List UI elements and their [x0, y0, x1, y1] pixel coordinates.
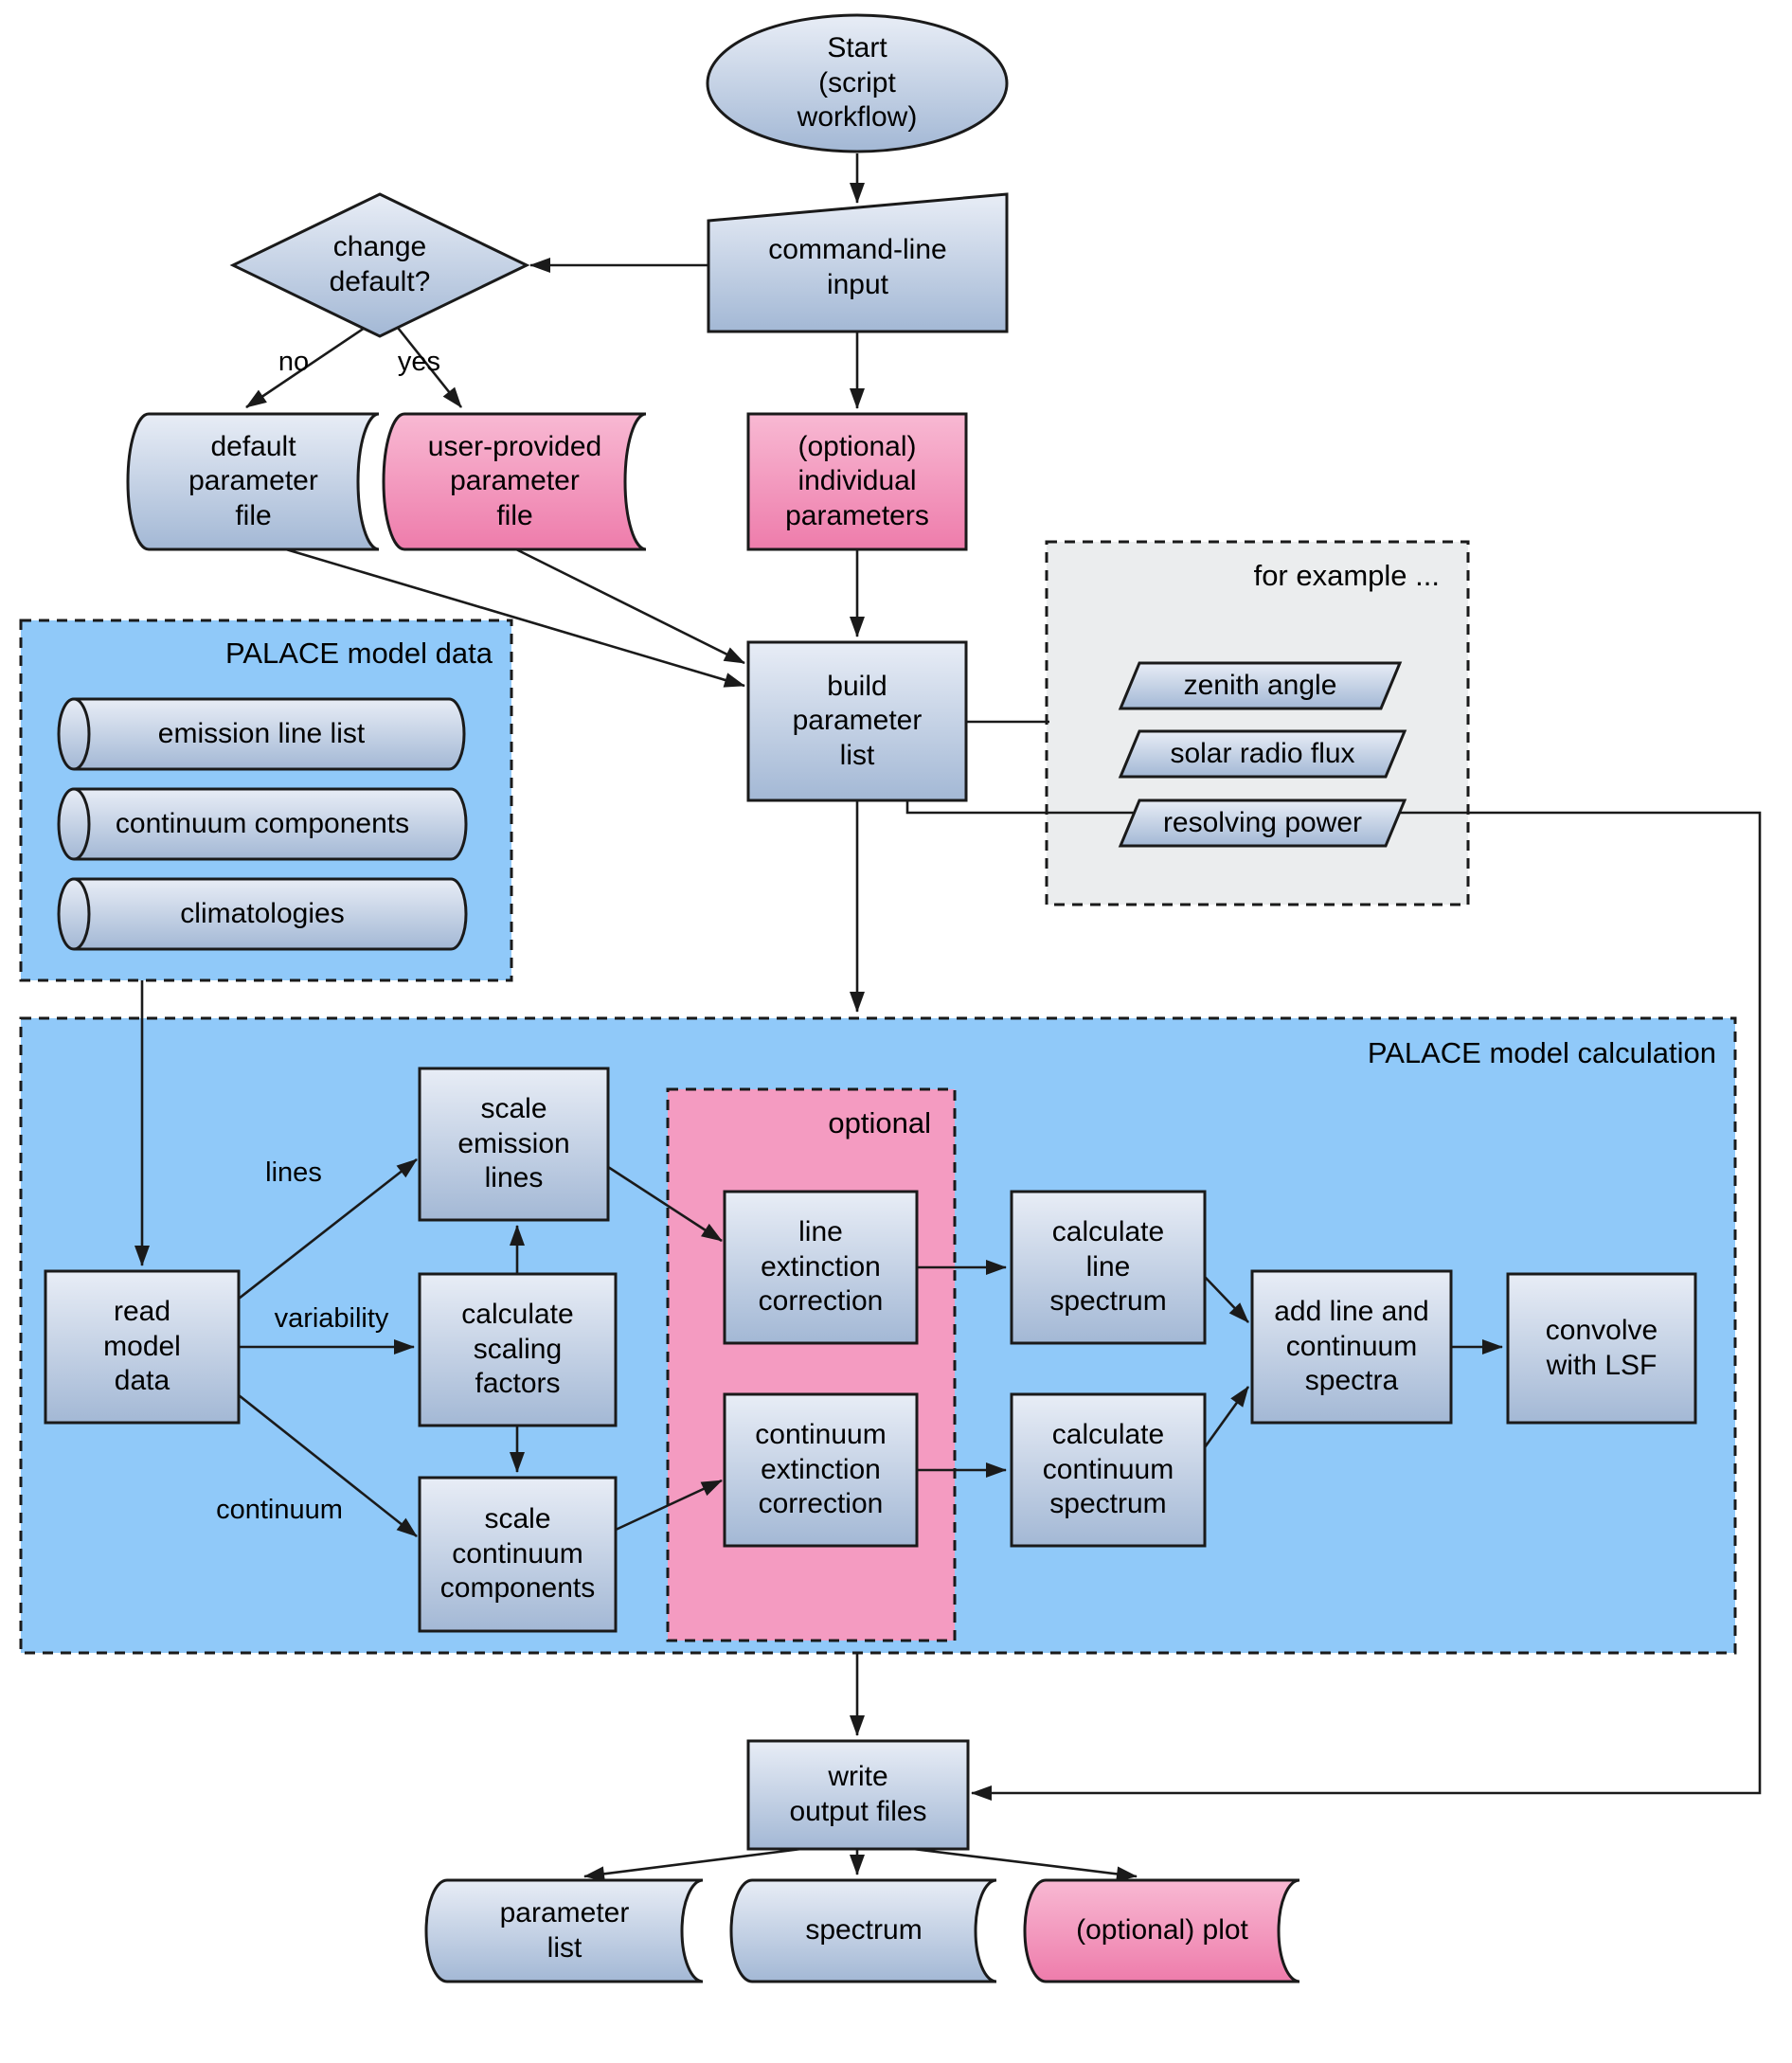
edge-write-to-parameter-list — [583, 1847, 802, 1882]
optional-individual-parameters-shape — [746, 412, 968, 551]
continuum-components-cap — [73, 787, 91, 861]
add-line-continuum-spectra-label: add line and continuum spectra — [1274, 1296, 1429, 1397]
convolve-with-lsf-shape — [1506, 1272, 1697, 1425]
command-line-input-label: command-line input — [768, 234, 947, 300]
start-label: Start (script workflow) — [797, 32, 918, 134]
add-line-continuum-spectra-shape — [1250, 1269, 1453, 1425]
calculate-continuum-spectrum-shape — [1010, 1392, 1207, 1548]
climatologies-shape — [57, 877, 468, 951]
parameter-list-output-label: parameter list — [499, 1896, 630, 1964]
command-line-input-shape — [707, 192, 1009, 333]
edge-yes-to-user-file — [396, 327, 463, 408]
build-parameter-list-label: build parameter list — [792, 670, 923, 771]
optional-individual-parameters-label: (optional) individual parameters — [785, 430, 929, 531]
calculate-line-spectrum-shape — [1010, 1190, 1207, 1345]
continuum-components-label: continuum components — [115, 807, 410, 839]
resolving-power-shape — [1118, 798, 1407, 848]
user-parameter-file-label: user-provided parameter file — [427, 430, 602, 531]
palace-model-data-title: PALACE model data — [224, 637, 493, 670]
start-shape — [706, 13, 1009, 153]
continuum-components-shape — [57, 787, 468, 861]
edge-user-file-to-build — [515, 547, 745, 665]
emission-line-list-label: emission line list — [157, 717, 366, 749]
optional-container — [666, 1087, 957, 1642]
edge-default-file-to-build — [285, 547, 745, 688]
line-extinction-correction-shape — [723, 1190, 919, 1345]
solar-radio-flux-shape — [1118, 729, 1407, 779]
default-parameter-file-shape — [126, 412, 380, 551]
spectrum-output-shape — [729, 1878, 997, 1983]
edge-write-to-plot — [912, 1847, 1138, 1882]
plot-output-label: (optional) plot — [1076, 1914, 1248, 1946]
plot-output-shape — [1023, 1878, 1300, 1983]
default-parameter-file-label: default parameter file — [188, 430, 318, 531]
zenith-angle-label: zenith angle — [1183, 669, 1337, 701]
scale-continuum-components-shape — [418, 1476, 618, 1633]
edge-read-to-scale-emission — [238, 1157, 418, 1301]
emission-line-list-shape — [57, 697, 466, 771]
edge-scale-continuum-to-cont-ext — [615, 1479, 723, 1532]
for-example-container — [1045, 540, 1470, 906]
user-parameter-file-shape — [382, 412, 647, 551]
emission-line-list-cap — [73, 697, 91, 771]
edges-group — [134, 153, 1762, 1882]
spectrum-output-label: spectrum — [805, 1914, 923, 1946]
solar-radio-flux-label: solar radio flux — [1170, 737, 1355, 769]
calculate-scaling-factors-label: calculate scaling factors — [461, 1299, 574, 1400]
continuum-extinction-correction-label: continuum extinction correction — [755, 1419, 887, 1520]
edge-line-spectrum-to-add — [1204, 1276, 1249, 1323]
edge-label-lines: lines — [265, 1157, 322, 1188]
scale-emission-lines-shape — [418, 1067, 610, 1222]
edge-build-to-write-output — [905, 800, 1762, 1801]
climatologies-cap — [73, 877, 91, 951]
convolve-with-lsf-label: convolve with LSF — [1545, 1314, 1658, 1381]
write-output-files-shape — [746, 1739, 970, 1851]
optional-title: optional — [828, 1106, 931, 1139]
edge-label-continuum: continuum — [216, 1495, 343, 1525]
continuum-extinction-correction-shape — [723, 1392, 919, 1548]
edge-label-no: no — [278, 347, 310, 377]
scale-emission-lines-label: scale emission lines — [457, 1093, 570, 1194]
edge-no-to-default-file — [245, 326, 366, 409]
calculate-continuum-spectrum-label: calculate continuum spectrum — [1042, 1419, 1174, 1520]
read-model-data-label: read model data — [103, 1296, 181, 1397]
line-extinction-correction-label: line extinction correction — [758, 1216, 884, 1318]
change-default-decision-shape — [229, 192, 530, 338]
parameter-list-output-shape — [424, 1878, 704, 1983]
scale-continuum-components-label: scale continuum components — [439, 1503, 596, 1605]
build-parameter-list-shape — [746, 640, 968, 802]
calculate-scaling-factors-shape — [418, 1272, 618, 1427]
edge-label-yes: yes — [397, 347, 441, 377]
palace-model-calculation-title: PALACE model calculation — [1367, 1036, 1716, 1069]
edge-cont-spectrum-to-add — [1203, 1386, 1250, 1448]
for-example-title: for example ... — [1253, 559, 1440, 592]
change-default-label: change default? — [329, 231, 431, 297]
resolving-power-label: resolving power — [1162, 806, 1363, 838]
edge-label-variability: variability — [274, 1303, 389, 1334]
zenith-angle-shape — [1118, 661, 1403, 710]
calculate-line-spectrum-label: calculate line spectrum — [1049, 1216, 1167, 1318]
edge-read-to-scale-continuum — [238, 1393, 418, 1538]
edge-scale-emission-to-line-ext — [607, 1165, 723, 1243]
read-model-data-shape — [44, 1269, 241, 1425]
climatologies-label: climatologies — [180, 897, 345, 929]
write-output-files-label: write output files — [789, 1761, 927, 1827]
